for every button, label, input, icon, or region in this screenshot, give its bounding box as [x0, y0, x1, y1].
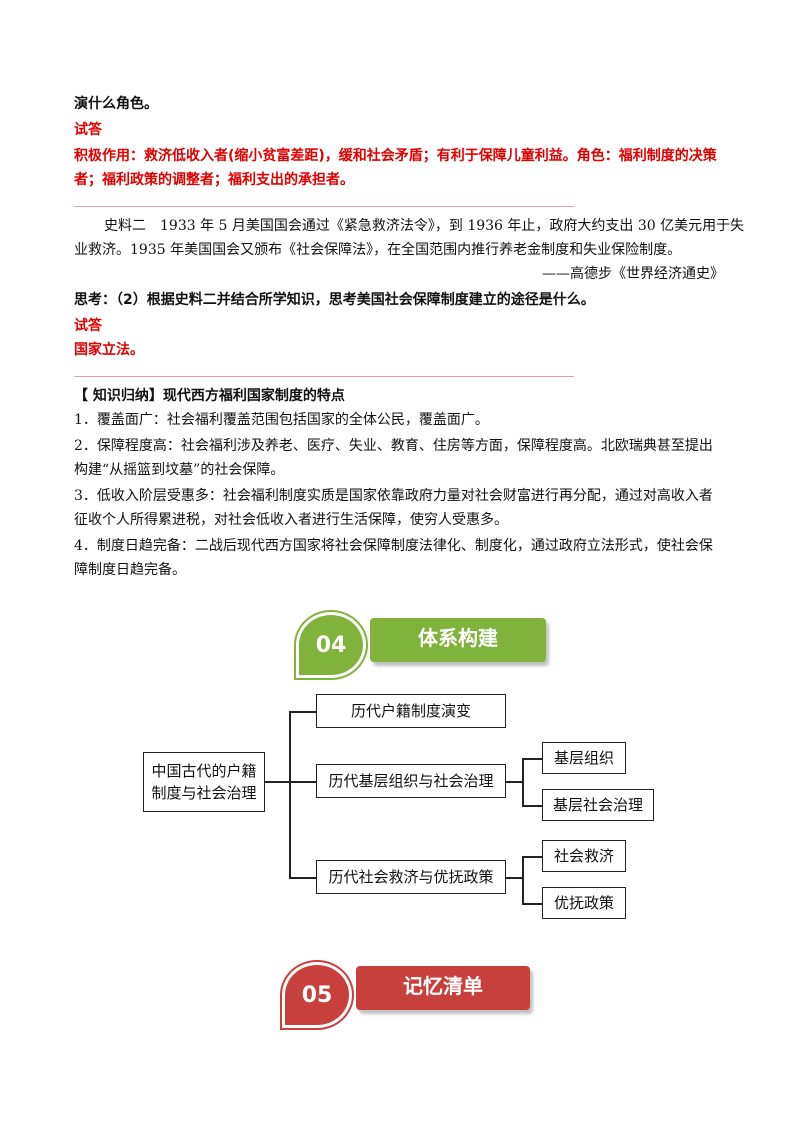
banner-title: 体系构建 — [418, 626, 498, 650]
connector — [289, 711, 316, 713]
connector — [506, 781, 522, 783]
knowledge-item: 2．保障程度高：社会福利涉及养老、医疗、失业、教育、住房等方面，保障程度高。北欧… — [74, 438, 713, 454]
diagram-node-branch3: 历代社会救济与优抚政策 — [316, 860, 506, 894]
source-text: 业救济。1935 年美国国会又颁布《社会保障法》，在全国范围内推行养老金制度和失… — [74, 242, 682, 258]
diagram-node-branch2: 历代基层组织与社会治理 — [316, 764, 506, 798]
banner-number: 05 — [301, 982, 333, 1008]
banner-number: 04 — [315, 632, 347, 658]
connector — [522, 758, 542, 760]
answer-text: 积极作用：救济低收入者(缩小贫富差距)，缓和社会矛盾；有利于保障儿童利益。角色：… — [74, 148, 717, 164]
section-banner-04: 体系构建 04 — [296, 608, 556, 678]
answer-text: 者；福利政策的调整者；福利支出的承担者。 — [74, 172, 354, 188]
question: 思考：（2）根据史料二并结合所学知识，思考美国社会保障制度建立的途径是什么。 — [74, 292, 595, 308]
connector — [522, 856, 524, 904]
banner-title-bar: 体系构建 — [370, 618, 546, 662]
banner-title-bar: 记忆清单 — [356, 966, 530, 1010]
connector — [522, 903, 542, 905]
diagram-node-leaf: 优抚政策 — [542, 887, 626, 919]
knowledge-title: 【 知识归纳】现代西方福利国家制度的特点 — [74, 388, 345, 404]
connector — [289, 781, 316, 783]
diagram-node-leaf: 基层社会治理 — [542, 789, 654, 821]
banner-number-badge: 05 — [282, 962, 352, 1028]
connector — [289, 877, 316, 879]
divider — [74, 376, 574, 377]
divider — [74, 206, 574, 207]
knowledge-item: 征收个人所得累进税，对社会低收入者进行生活保障，使穷人受惠多。 — [74, 512, 508, 528]
banner-number-badge: 04 — [296, 612, 366, 678]
knowledge-item: 构建“从摇篮到坟墓”的社会保障。 — [74, 462, 285, 478]
source-text: 史料二 1933 年 5 月美国国会通过《紧急救济法令》，到 1936 年止，政… — [104, 218, 745, 234]
diagram-root-node: 中国古代的户籍制度与社会治理 — [143, 752, 265, 812]
connector — [522, 805, 542, 807]
answer-label: 试答 — [74, 318, 102, 334]
text-line: 演什么角色。 — [74, 96, 158, 112]
diagram-node-branch1: 历代户籍制度演变 — [316, 694, 506, 728]
diagram-node-leaf: 社会救济 — [542, 840, 626, 872]
diagram-node-leaf: 基层组织 — [542, 742, 626, 774]
answer-label: 试答 — [74, 122, 102, 138]
answer-text: 国家立法。 — [74, 342, 144, 358]
connector — [506, 877, 522, 879]
connector — [265, 781, 289, 783]
banner-title: 记忆清单 — [403, 974, 483, 998]
knowledge-item: 障制度日趋完备。 — [74, 562, 186, 578]
root-label-line: 中国古代的户籍 — [151, 762, 257, 780]
section-banner-05: 记忆清单 05 — [282, 958, 542, 1028]
connector — [522, 758, 524, 806]
citation: ——高德步《世界经济通史》 — [542, 266, 724, 282]
knowledge-item: 1．覆盖面广：社会福利覆盖范围包括国家的全体公民，覆盖面广。 — [74, 412, 489, 428]
knowledge-item: 4．制度日趋完备：二战后现代西方国家将社会保障制度法律化、制度化，通过政府立法形… — [74, 538, 713, 554]
connector — [522, 856, 542, 858]
knowledge-item: 3．低收入阶层受惠多：社会福利制度实质是国家依靠政府力量对社会财富进行再分配，通… — [74, 488, 713, 504]
connector — [289, 711, 291, 878]
root-label-line: 制度与社会治理 — [151, 784, 257, 802]
